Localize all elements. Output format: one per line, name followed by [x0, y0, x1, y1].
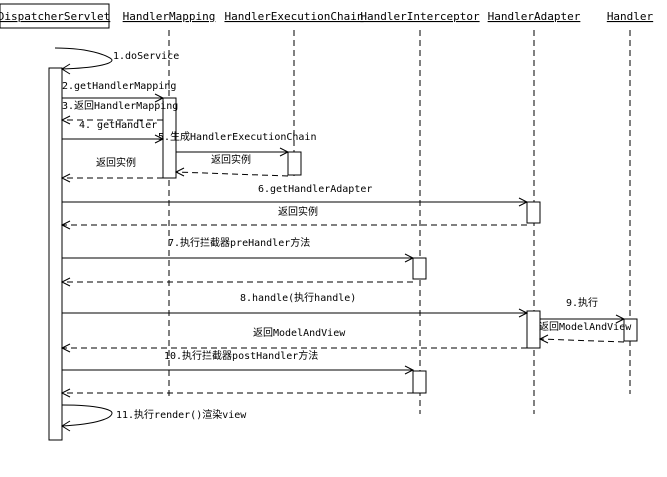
- participant-label: HandlerInterceptor: [360, 10, 480, 23]
- message-1-do-service: 1.doService: [54, 47, 179, 75]
- message-7-return: [60, 277, 413, 287]
- participant-handler-interceptor: HandlerInterceptor: [360, 10, 480, 23]
- message-label: 7.执行拦截器preHandler方法: [168, 236, 310, 249]
- message-label: 1.doService: [113, 51, 179, 62]
- message-9-execute: 9.执行: [540, 296, 626, 324]
- message-label: 8.handle(执行handle): [240, 291, 356, 304]
- message-11-render: 11.执行render()渲染view: [61, 404, 247, 432]
- message-label: 5.生成HandlerExecutionChain: [158, 130, 316, 143]
- participant-label: HandlerExecutionChain: [224, 10, 363, 23]
- message-label: 4. getHandler: [79, 120, 157, 131]
- participant-label: DispatcherServlet: [0, 10, 110, 23]
- participant-handler-execution-chain: HandlerExecutionChain: [224, 10, 363, 23]
- message-5-create-execution-chain: 5.生成HandlerExecutionChain: [158, 130, 316, 157]
- message-label: 返回实例: [211, 153, 251, 166]
- message-9-return-model-and-view: 返回ModelAndView: [538, 321, 632, 344]
- participant-dispatcher-servlet: DispatcherServlet: [0, 3, 110, 29]
- message-5-return-instance: 返回实例: [174, 153, 289, 177]
- participant-label: HandlerAdapter: [488, 10, 581, 23]
- participant-handler-adapter: HandlerAdapter: [488, 10, 581, 23]
- message-label: 返回ModelAndView: [539, 321, 632, 333]
- participant-label: Handler: [607, 10, 654, 23]
- activation-interceptor-1: [412, 257, 427, 280]
- activation-handler: [623, 318, 638, 342]
- message-label: 6.getHandlerAdapter: [258, 184, 372, 195]
- participant-handler: Handler: [607, 10, 654, 23]
- message-label: 返回实例: [96, 156, 136, 169]
- activation-adapter-2: [526, 310, 541, 349]
- message-label: 返回实例: [278, 205, 318, 218]
- message-6-return-instance: 返回实例: [60, 205, 527, 230]
- activation-dispatcher-servlet: [48, 67, 63, 441]
- message-3-return-handler-mapping: 3.返回HandlerMapping: [60, 100, 178, 125]
- message-10-post-handler: 10.执行拦截器postHandler方法: [62, 349, 415, 375]
- message-label: 9.执行: [566, 296, 598, 309]
- message-8-return-model-and-view: 返回ModelAndView: [60, 327, 527, 353]
- message-label: 3.返回HandlerMapping: [62, 100, 178, 112]
- activation-handler-mapping: [162, 97, 177, 179]
- message-label: 2.getHandlerMapping: [62, 81, 176, 92]
- activation-adapter-1: [526, 201, 541, 224]
- message-10-return: [60, 388, 413, 398]
- message-2-get-handler-mapping: 2.getHandlerMapping: [62, 81, 176, 103]
- message-6-get-handler-adapter: 6.getHandlerAdapter: [62, 184, 529, 207]
- message-8-handle: 8.handle(执行handle): [62, 291, 529, 318]
- message-4-return-instance: 返回实例: [60, 156, 163, 183]
- message-4-get-handler: 4. getHandler: [62, 120, 165, 144]
- participant-handler-mapping: HandlerMapping: [123, 10, 216, 23]
- activation-handler-execution-chain: [287, 151, 302, 176]
- message-label: 11.执行render()渲染view: [116, 408, 247, 421]
- participant-label: HandlerMapping: [123, 10, 216, 23]
- message-7-pre-handler: 7.执行拦截器preHandler方法: [62, 236, 415, 263]
- message-label: 返回ModelAndView: [253, 327, 346, 339]
- activation-interceptor-2: [412, 370, 427, 394]
- message-label: 10.执行拦截器postHandler方法: [164, 349, 318, 362]
